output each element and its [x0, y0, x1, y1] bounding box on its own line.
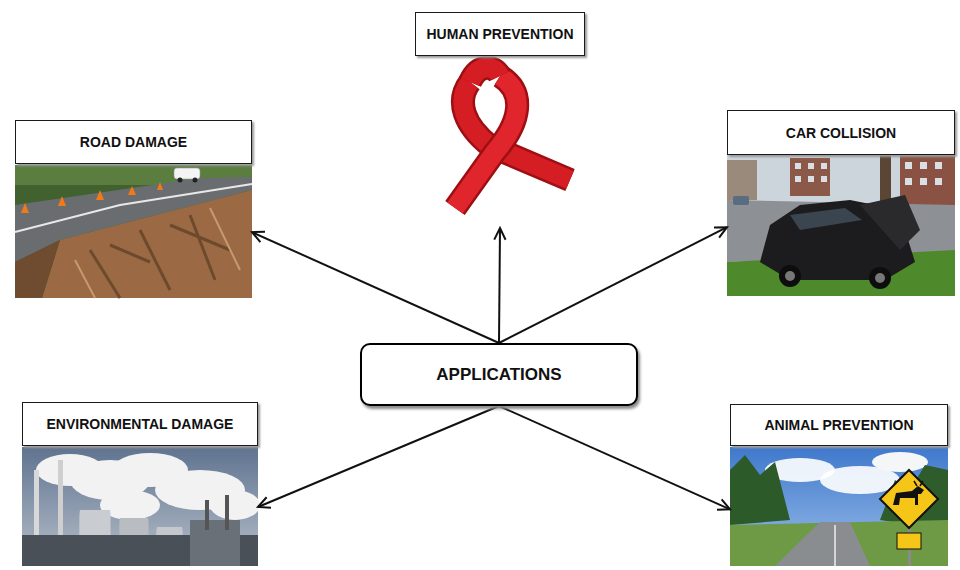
- arrow-connector: [494, 228, 505, 343]
- arrow-head: [714, 227, 727, 237]
- connector-line: [499, 406, 730, 509]
- connector-line: [499, 227, 727, 343]
- moose-sign-picture: [730, 447, 948, 566]
- connector-line: [258, 406, 499, 507]
- road-damage-picture: [15, 165, 252, 298]
- arrow-connector: [499, 227, 727, 343]
- panel-title: CAR COLLISION: [727, 110, 955, 155]
- arrow-head: [717, 499, 730, 509]
- image-panel: ANIMAL PREVENTION: [730, 404, 948, 566]
- central-box: APPLICATIONS: [360, 343, 638, 406]
- image-panel: ROAD DAMAGE: [15, 120, 252, 298]
- panel-title: HUMAN PREVENTION: [415, 12, 585, 56]
- panel-title: ENVIRONMENTAL DAMAGE: [22, 402, 258, 446]
- image-panel: ENVIRONMENTAL DAMAGE: [22, 402, 258, 566]
- arrow-connector: [499, 406, 730, 510]
- image-panel: HUMAN PREVENTION: [415, 12, 585, 228]
- panel-title: ANIMAL PREVENTION: [730, 404, 948, 446]
- arrow-head: [494, 228, 505, 240]
- arrow-head: [252, 232, 265, 242]
- image-panel: CAR COLLISION: [727, 110, 955, 296]
- center-label: APPLICATIONS: [436, 365, 561, 385]
- red-ribbon-picture: [455, 68, 570, 208]
- panel-title: ROAD DAMAGE: [15, 120, 252, 164]
- arrow-head: [258, 497, 271, 507]
- arrow-connector: [252, 232, 499, 343]
- arrow-connector: [258, 406, 499, 508]
- car-collision-picture: [727, 155, 955, 296]
- connector-line: [252, 232, 499, 343]
- connector-line: [499, 228, 500, 343]
- factory-smoke-picture: [22, 447, 260, 566]
